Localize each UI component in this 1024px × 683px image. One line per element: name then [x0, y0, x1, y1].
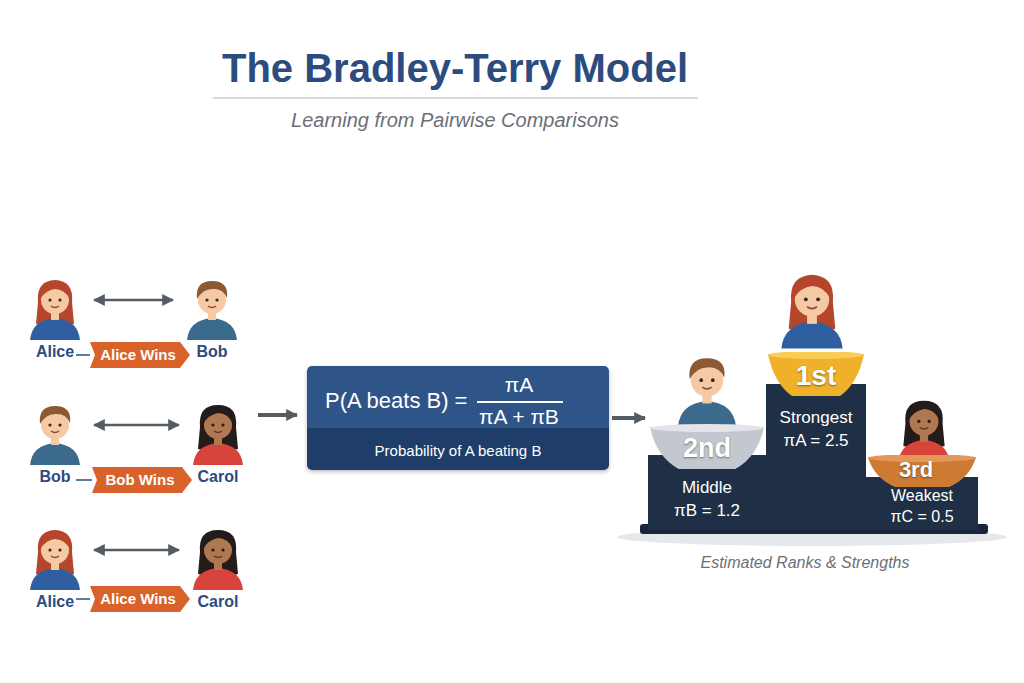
- person-figure: [193, 405, 243, 465]
- node-text: 2nd: [648, 432, 766, 464]
- person-avatar: Alice: [24, 520, 86, 612]
- tag-shape: [92, 467, 192, 493]
- person-avatar: Alice: [24, 270, 86, 362]
- node-text: Alice Wins: [92, 590, 184, 608]
- winner-tag: Alice Wins: [90, 342, 190, 368]
- person-figure: [30, 280, 80, 340]
- bowl-rim: [650, 424, 764, 432]
- node-text: πA: [491, 372, 547, 397]
- node-text: Probability of A beating B: [307, 442, 609, 460]
- person-avatar: Carol: [187, 395, 249, 487]
- node-text: P(A beats B) =: [325, 388, 495, 414]
- person-avatar: Carol: [187, 520, 249, 612]
- person-figure: [30, 530, 80, 590]
- person-figure: [187, 281, 237, 340]
- node-text: Middle: [648, 478, 766, 498]
- node-text: Bob: [175, 342, 249, 361]
- winner-tag: Bob Wins: [92, 467, 192, 493]
- node-text: Bob: [18, 467, 92, 486]
- node-text: πA + πB: [469, 404, 569, 429]
- node-text: Alice: [18, 592, 92, 611]
- node-text: πB = 1.2: [648, 501, 766, 521]
- title-rule: [213, 97, 698, 99]
- leader-line: [76, 354, 90, 356]
- comparison-arrow: [94, 299, 173, 302]
- tag-shape: [90, 342, 190, 368]
- podium-step: 1stStrongest πA = 2.5: [766, 352, 866, 530]
- subtitle: Learning from Pairwise Comparisons: [155, 108, 755, 132]
- node-text: Weakest: [866, 486, 978, 505]
- fraction-bar: [477, 401, 563, 403]
- comparison-arrow: [94, 549, 179, 552]
- node-text: 1st: [766, 359, 866, 393]
- tag-shape: [90, 586, 190, 612]
- node-text: πA = 2.5: [766, 431, 866, 451]
- diagram-title: The Bradley-Terry Model: [155, 44, 755, 92]
- runner-up-figure: [678, 358, 736, 427]
- comparison-arrow: [94, 424, 179, 427]
- podium-step: 2ndMiddle πB = 1.2: [648, 412, 766, 530]
- node-text: Bob Wins: [94, 471, 186, 489]
- node-text: Alice Wins: [92, 346, 184, 364]
- third-place-figure: [898, 401, 950, 463]
- leader-line: [76, 479, 92, 481]
- formula-box: P(A beats B) =πA πA + πB Probability of A …: [307, 366, 609, 470]
- person-avatar: Bob: [181, 270, 243, 362]
- winner-tag: Alice Wins: [90, 586, 190, 612]
- node-text: 3rd: [866, 457, 966, 483]
- podium-step: 3rdWeakest πC = 0.5: [866, 455, 978, 530]
- person-figure: [193, 530, 243, 590]
- flow-arrow: [258, 413, 297, 417]
- bowl-rim: [768, 352, 864, 359]
- person-avatar: Bob: [24, 395, 86, 487]
- node-text: Strongest: [766, 408, 866, 428]
- node-text: Carol: [181, 592, 255, 611]
- node-text: Alice: [18, 342, 92, 361]
- node-text: Carol: [181, 467, 255, 486]
- podium-block: [766, 384, 866, 530]
- flow-arrow: [612, 416, 645, 420]
- caption-text: Estimated Ranks & Strengths: [655, 553, 955, 572]
- person-figure: [30, 406, 80, 465]
- node-text: πC = 0.5: [866, 507, 978, 526]
- leader-line: [76, 598, 90, 600]
- winner-figure: [781, 275, 842, 349]
